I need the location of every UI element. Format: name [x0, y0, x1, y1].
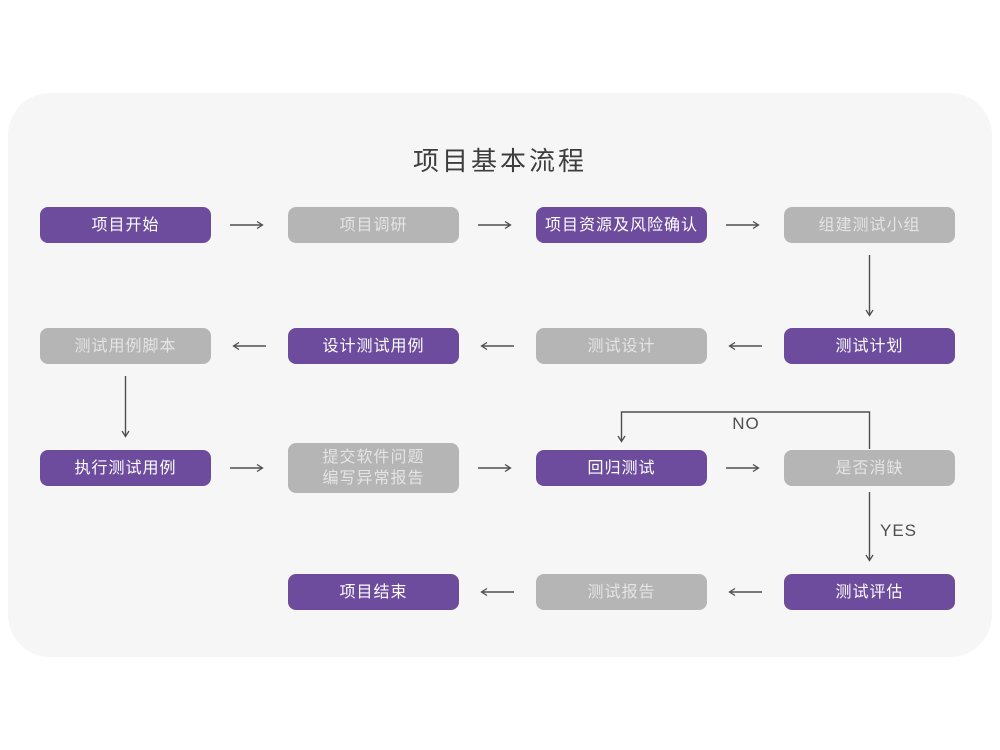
- flow-node-design-test-case: 设计测试用例: [288, 328, 459, 364]
- flow-node-test-case-script: 测试用例脚本: [40, 328, 211, 364]
- edge-label-yes: YES: [880, 521, 918, 540]
- page-title: 项目基本流程: [412, 146, 587, 176]
- flow-node-submit-issue-report: 提交软件问题 编写异常报告: [288, 443, 459, 493]
- flow-node-test-design: 测试设计: [536, 328, 707, 364]
- flow-node-regression-test: 回归测试: [536, 450, 707, 486]
- flow-node-build-test-team: 组建测试小组: [784, 207, 955, 243]
- flow-node-project-end: 项目结束: [288, 574, 459, 610]
- flow-node-execute-test-case: 执行测试用例: [40, 450, 211, 486]
- flow-node-test-plan: 测试计划: [784, 328, 955, 364]
- flow-node-test-report: 测试报告: [536, 574, 707, 610]
- flowchart-panel: [8, 93, 992, 657]
- flow-node-project-start: 项目开始: [40, 207, 211, 243]
- flow-node-defect-cleared: 是否消缺: [784, 450, 955, 486]
- flow-node-project-research: 项目调研: [288, 207, 459, 243]
- flow-node-resources-risk-confirm: 项目资源及风险确认: [536, 207, 707, 243]
- edge-label-no: NO: [732, 414, 760, 433]
- flow-node-test-evaluation: 测试评估: [784, 574, 955, 610]
